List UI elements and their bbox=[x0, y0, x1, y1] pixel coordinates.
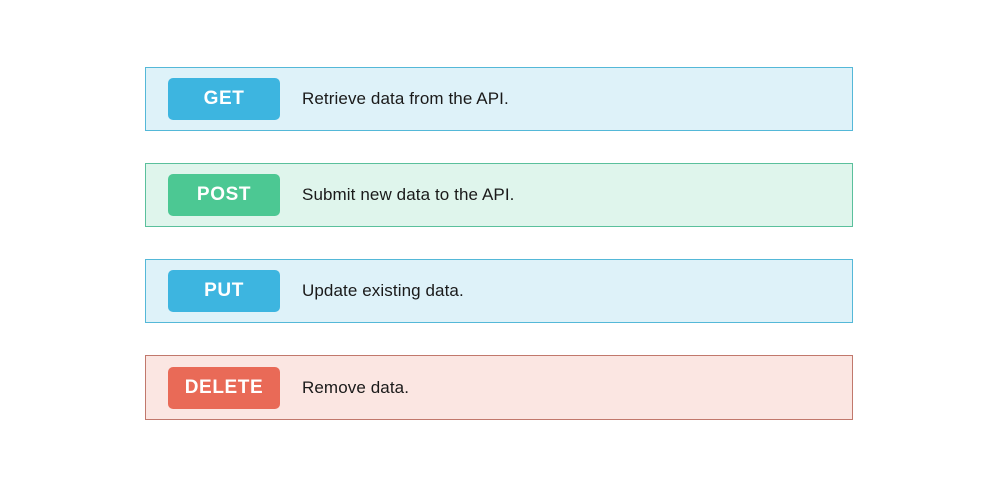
method-badge-delete: DELETE bbox=[168, 366, 280, 409]
method-description: Remove data. bbox=[302, 377, 410, 397]
method-description: Submit new data to the API. bbox=[302, 185, 515, 204]
method-badge-post: POST bbox=[168, 174, 280, 216]
method-row-get: GET Retrieve data from the API. bbox=[145, 67, 853, 131]
method-description: Retrieve data from the API. bbox=[302, 89, 509, 108]
method-row-post: POST Submit new data to the API. bbox=[145, 163, 853, 227]
method-badge-put: PUT bbox=[168, 270, 280, 312]
method-row-put: PUT Update existing data. bbox=[145, 259, 853, 323]
method-badge-get: GET bbox=[168, 78, 280, 120]
method-description: Update existing data. bbox=[302, 281, 464, 300]
http-methods-list: GET Retrieve data from the API. POST Sub… bbox=[145, 67, 853, 420]
method-row-delete: DELETE Remove data. bbox=[145, 355, 853, 420]
